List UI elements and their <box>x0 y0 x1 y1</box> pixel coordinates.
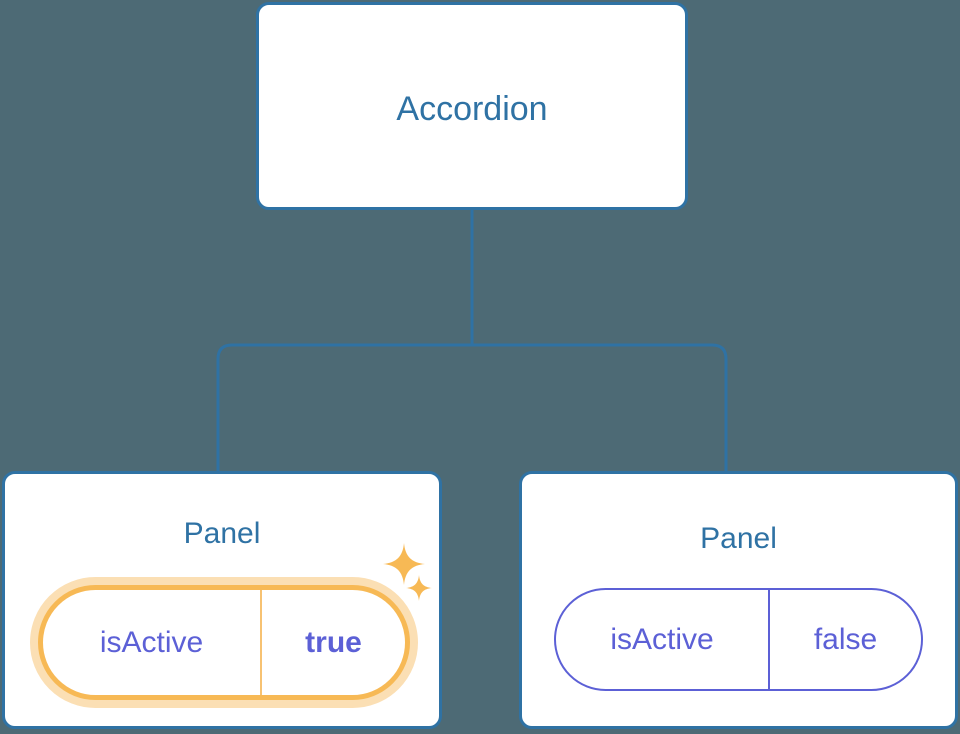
prop-pill-inner: isActive true <box>38 585 410 700</box>
prop-key: isActive <box>43 590 262 695</box>
sparkle-icon <box>383 543 425 585</box>
prop-pill-isactive-true[interactable]: isActive true <box>30 577 418 708</box>
prop-pill-isactive-false[interactable]: isActive false <box>554 588 923 691</box>
node-panel-inactive-label: Panel <box>700 522 777 555</box>
prop-value: false <box>813 622 878 656</box>
node-accordion[interactable] <box>256 2 688 210</box>
prop-key: isActive <box>556 590 770 689</box>
node-panel-active-label: Panel <box>183 517 261 550</box>
node-accordion-label: Accordion <box>396 90 548 128</box>
prop-value: true <box>305 625 362 659</box>
edge-branch-bus <box>216 343 728 471</box>
sparkle-icon <box>406 575 432 601</box>
